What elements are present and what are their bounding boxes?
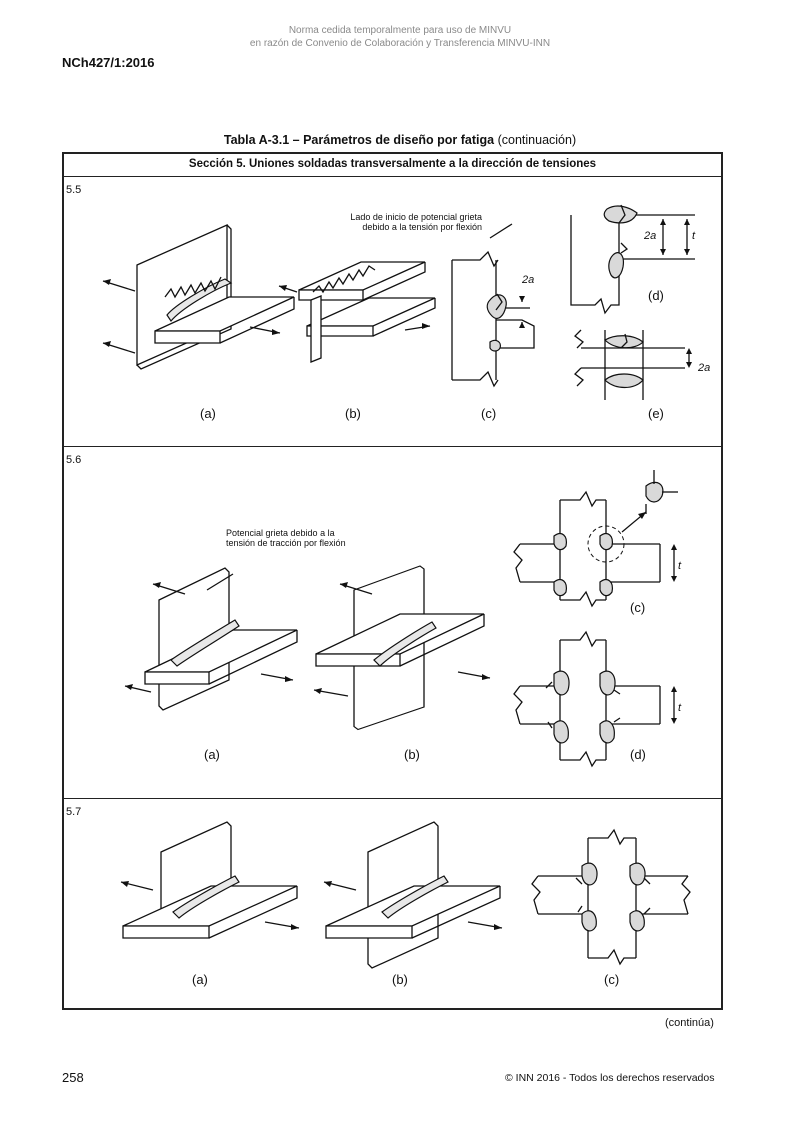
figure-5-6-d [513, 630, 677, 768]
figure-5-7-c [531, 828, 691, 966]
table-title-continuation: (continuación) [497, 133, 577, 147]
figure-label-5-7-a: (a) [192, 972, 208, 987]
figure-label-5-5-d: (d) [648, 288, 664, 303]
figure-5-5-b [278, 261, 436, 363]
figure-label-5-7-c: (c) [604, 972, 620, 987]
page-number: 258 [62, 1070, 84, 1085]
figure-5-6-c [513, 470, 678, 608]
row-divider-1 [62, 446, 723, 447]
figure-5-7-b [323, 821, 503, 969]
table-frame [62, 152, 723, 1010]
row-label-5-7: 5.7 [66, 806, 82, 818]
table-title: Tabla A-3.1 – Parámetros de diseño por f… [0, 133, 800, 147]
figure-5-6-a [124, 567, 298, 711]
watermark-line-1: Norma cedida temporalmente para uso de M… [288, 25, 512, 36]
figure-label-5-6-a: (a) [204, 747, 220, 762]
annotation-5-6: Potencial grieta debido a la tensión de … [226, 528, 376, 548]
figure-5-5-c [451, 223, 535, 388]
figure-label-5-5-c: (c) [481, 406, 497, 421]
section-header: Sección 5. Uniones soldadas transversalm… [62, 152, 723, 177]
dimension-5-5-d-t: t [692, 230, 696, 242]
annotation-5-5-line-1: Lado de inicio de potencial grieta [350, 212, 482, 222]
row-label-5-5: 5.5 [66, 184, 82, 196]
row-label-5-6: 5.6 [66, 454, 82, 466]
continues-label: (continúa) [665, 1017, 714, 1029]
figure-5-6-b [313, 565, 491, 731]
dimension-5-5-c: 2a [522, 274, 535, 286]
table-title-bold: Tabla A-3.1 – Parámetros de diseño por f… [223, 133, 495, 147]
annotation-5-5: Lado de inicio de potencial grieta debid… [332, 212, 482, 232]
dimension-5-5-d-2a: 2a [644, 230, 657, 242]
watermark-line-2: en razón de Convenio de Colaboración y T… [249, 38, 551, 49]
row-divider-2 [62, 798, 723, 799]
document-code: NCh427/1:2016 [62, 55, 155, 70]
dimension-5-5-e: 2a [698, 362, 711, 374]
figure-5-7-a [120, 821, 300, 939]
figure-label-5-5-a: (a) [200, 406, 216, 421]
annotation-5-6-line-2: tensión de tracción por flexión [226, 538, 346, 548]
figure-label-5-5-e: (e) [648, 406, 664, 421]
dimension-5-6-d: t [678, 702, 682, 714]
figure-label-5-7-b: (b) [392, 972, 408, 987]
figure-label-5-6-d: (d) [630, 747, 646, 762]
figure-label-5-6-b: (b) [404, 747, 420, 762]
figure-5-5-a [102, 223, 295, 370]
figure-5-5-e [574, 329, 692, 400]
annotation-5-5-line-2: debido a la tensión por flexión [362, 222, 482, 232]
annotation-5-6-line-1: Potencial grieta debido a la [226, 528, 335, 538]
dimension-5-6-c: t [678, 560, 682, 572]
figure-5-5-d [570, 204, 695, 315]
figure-label-5-5-b: (b) [345, 406, 361, 421]
figure-label-5-6-c: (c) [630, 600, 646, 615]
copyright: © INN 2016 - Todos los derechos reservad… [505, 1072, 715, 1084]
